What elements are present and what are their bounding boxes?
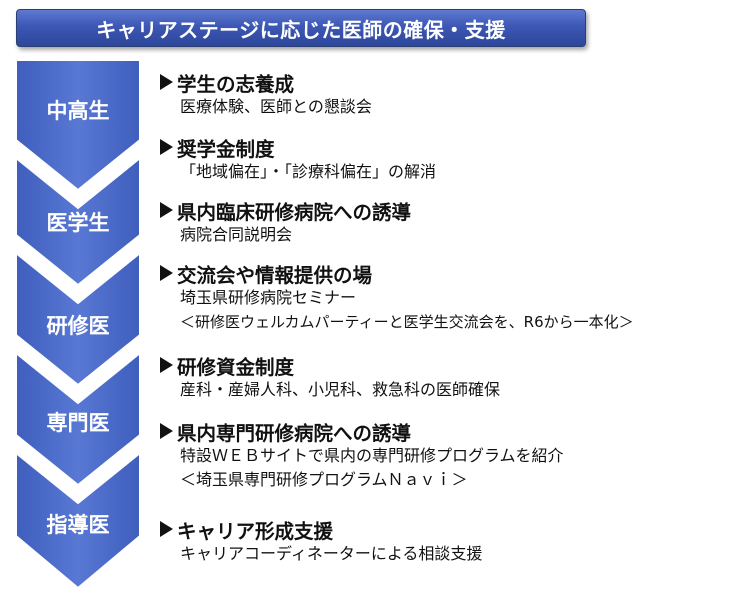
chevron-4 <box>15 350 141 487</box>
stage-label-4: 専門医 <box>46 411 110 435</box>
triangle-bullet-icon <box>160 265 173 281</box>
triangle-bullet-icon <box>160 521 173 537</box>
item-line: 「地域偏在」・「診療科偏在」の解消 <box>180 162 437 181</box>
item-heading: キャリア形成支援 <box>160 516 482 543</box>
item-heading: 県内専門研修病院への誘導 <box>160 418 564 445</box>
item-line: 埼玉県研修病院セミナー <box>180 288 357 307</box>
item-heading-text: 県内専門研修病院への誘導 <box>177 421 412 445</box>
chevron-1 <box>15 59 141 192</box>
page-title: キャリアステージに応じた医師の確保・支援 <box>96 17 506 42</box>
item-heading: 交流会や情報提供の場 <box>160 260 634 287</box>
triangle-bullet-icon <box>160 423 173 439</box>
item-7: キャリア形成支援 キャリアコーディネーターによる相談支援 <box>160 516 482 566</box>
item-heading-text: 学生の志養成 <box>177 72 295 96</box>
chevron-3 <box>15 250 141 387</box>
item-1: 学生の志養成 医療体験、医師との懇談会 <box>160 69 372 119</box>
stage-label-2: 医学生 <box>46 211 110 235</box>
item-heading: 奨学金制度 <box>160 134 436 161</box>
chevron-2 <box>15 155 141 287</box>
item-3: 県内臨床研修病院への誘導 病院合同説明会 <box>160 197 411 247</box>
triangle-bullet-icon <box>160 357 173 373</box>
triangle-bullet-icon <box>160 74 173 90</box>
triangle-bullet-icon <box>160 139 173 155</box>
stage-label-3: 研修医 <box>46 314 110 338</box>
item-heading-text: 奨学金制度 <box>177 137 275 161</box>
item-heading: 県内臨床研修病院への誘導 <box>160 197 412 224</box>
chevron-5 <box>15 450 141 590</box>
item-6: 県内専門研修病院への誘導 特設ＷＥＢサイトで県内の専門研修プログラムを紹介 ＜埼… <box>160 418 564 492</box>
stage-label-5: 指導医 <box>46 513 110 537</box>
item-heading-text: キャリア形成支援 <box>177 519 334 543</box>
triangle-bullet-icon <box>160 202 173 218</box>
item-line: ＜埼玉県専門研修プログラムＮａｖｉ＞ <box>180 470 468 489</box>
item-line: 医療体験、医師との懇談会 <box>180 97 372 116</box>
item-4: 交流会や情報提供の場 埼玉県研修病院セミナー ＜研修医ウェルカムパーティーと医学… <box>160 260 634 334</box>
item-heading-text: 研修資金制度 <box>177 355 295 379</box>
title-bar: キャリアステージに応じた医師の確保・支援 <box>16 9 586 47</box>
item-line: ＜研修医ウェルカムパーティーと医学生交流会を、R6から一本化＞ <box>180 313 634 331</box>
item-heading: 学生の志養成 <box>160 69 372 96</box>
stage-label-1: 中高生 <box>46 99 110 123</box>
item-line: キャリアコーディネーターによる相談支援 <box>180 544 483 563</box>
item-line: 病院合同説明会 <box>180 225 293 244</box>
item-heading: 研修資金制度 <box>160 352 500 379</box>
item-line: 産科・産婦人科、小児科、救急科の医師確保 <box>180 380 501 399</box>
item-5: 研修資金制度 産科・産婦人科、小児科、救急科の医師確保 <box>160 352 500 402</box>
item-line: 特設ＷＥＢサイトで県内の専門研修プログラムを紹介 <box>180 446 564 465</box>
item-heading-text: 県内臨床研修病院への誘導 <box>177 200 412 224</box>
item-2: 奨学金制度 「地域偏在」・「診療科偏在」の解消 <box>160 134 436 184</box>
item-heading-text: 交流会や情報提供の場 <box>177 263 373 287</box>
